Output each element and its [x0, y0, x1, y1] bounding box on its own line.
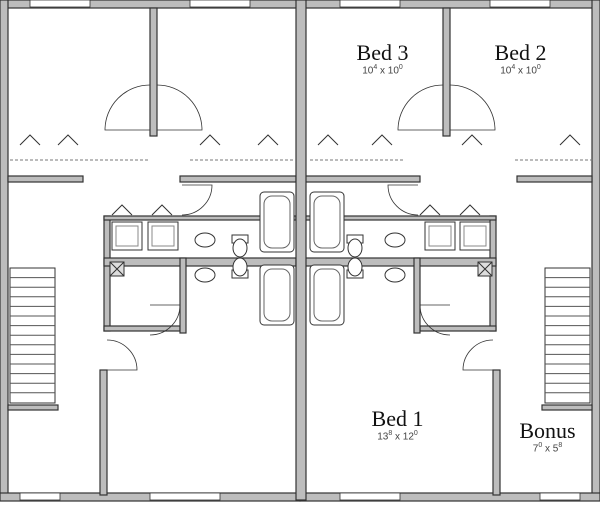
bathtub — [309, 191, 345, 253]
bifold-door — [199, 134, 221, 146]
wall — [541, 404, 593, 411]
laundry-appliance — [147, 221, 179, 251]
wall — [179, 175, 297, 183]
window — [539, 492, 581, 501]
bifold-door — [151, 204, 173, 216]
laundry-appliance-top — [463, 225, 487, 247]
bifold-door — [317, 134, 339, 146]
bifold-door — [419, 204, 441, 216]
laundry-appliance — [111, 221, 143, 251]
bifold-door — [459, 204, 481, 216]
room-name: Bed 3 — [356, 40, 409, 65]
door-swing — [104, 84, 151, 131]
door-swing — [397, 84, 444, 131]
door-swing — [462, 339, 494, 371]
sink — [194, 232, 216, 248]
door-swing — [149, 304, 181, 336]
window — [489, 0, 551, 8]
bifold-door — [461, 134, 483, 146]
window — [339, 0, 401, 8]
door-swing — [156, 84, 203, 131]
window — [19, 492, 61, 501]
room-dimensions: 70 x 58 — [532, 442, 563, 455]
laundry-appliance-top — [428, 225, 452, 247]
room-name: Bonus — [519, 418, 576, 443]
sink — [384, 267, 406, 283]
bathtub-basin — [313, 195, 341, 249]
toilet-bowl — [347, 238, 363, 258]
bifold-door — [257, 134, 279, 146]
bathtub — [309, 264, 345, 326]
bifold-door — [111, 204, 133, 216]
window — [189, 0, 251, 8]
door-swing — [106, 339, 138, 371]
door-swing — [419, 304, 451, 336]
wall — [492, 369, 501, 496]
door-swing — [181, 184, 213, 216]
bifold-door — [19, 134, 41, 146]
toilet-bowl — [232, 257, 248, 277]
wall — [0, 0, 9, 501]
mechanical-chase-x — [109, 261, 125, 277]
toilet-bowl — [232, 238, 248, 258]
bathtub-basin — [263, 268, 291, 322]
bathtub — [259, 264, 295, 326]
bathtub — [259, 191, 295, 253]
sink — [384, 232, 406, 248]
wall — [303, 175, 421, 183]
room-name: Bed 2 — [494, 40, 547, 65]
party-wall — [295, 0, 307, 501]
laundry-appliance-top — [151, 225, 175, 247]
bathtub-basin — [313, 268, 341, 322]
window — [29, 0, 91, 8]
bifold-door — [559, 134, 581, 146]
room-dimensions: 138 x 120 — [377, 430, 418, 443]
bifold-door — [371, 134, 393, 146]
room-label-bed-1: Bed 1 138 x 120 — [345, 406, 450, 443]
room-label-bed-3: Bed 3 104 x 100 — [330, 40, 435, 77]
wall — [7, 404, 59, 411]
bathtub-basin — [263, 195, 291, 249]
room-dimensions: 104 x 100 — [500, 64, 541, 77]
door-swing — [387, 184, 419, 216]
wall — [179, 257, 187, 334]
room-label-bonus: Bonus 70 x 58 — [500, 418, 595, 455]
wall — [516, 175, 593, 183]
laundry-appliance — [424, 221, 456, 251]
toilet-bowl — [347, 257, 363, 277]
window — [339, 492, 401, 501]
bifold-door — [57, 134, 79, 146]
room-name: Bed 1 — [371, 406, 424, 431]
mechanical-chase-x — [477, 261, 493, 277]
sink — [194, 267, 216, 283]
wall — [442, 7, 451, 137]
wall — [99, 369, 108, 496]
laundry-appliance-top — [115, 225, 139, 247]
wall — [103, 215, 111, 332]
door-swing — [449, 84, 496, 131]
laundry-appliance — [459, 221, 491, 251]
wall — [149, 7, 158, 137]
wall — [413, 257, 421, 334]
room-dimensions: 104 x 100 — [362, 64, 403, 77]
room-label-bed-2: Bed 2 104 x 100 — [468, 40, 573, 77]
window — [149, 492, 221, 501]
wall — [7, 175, 84, 183]
